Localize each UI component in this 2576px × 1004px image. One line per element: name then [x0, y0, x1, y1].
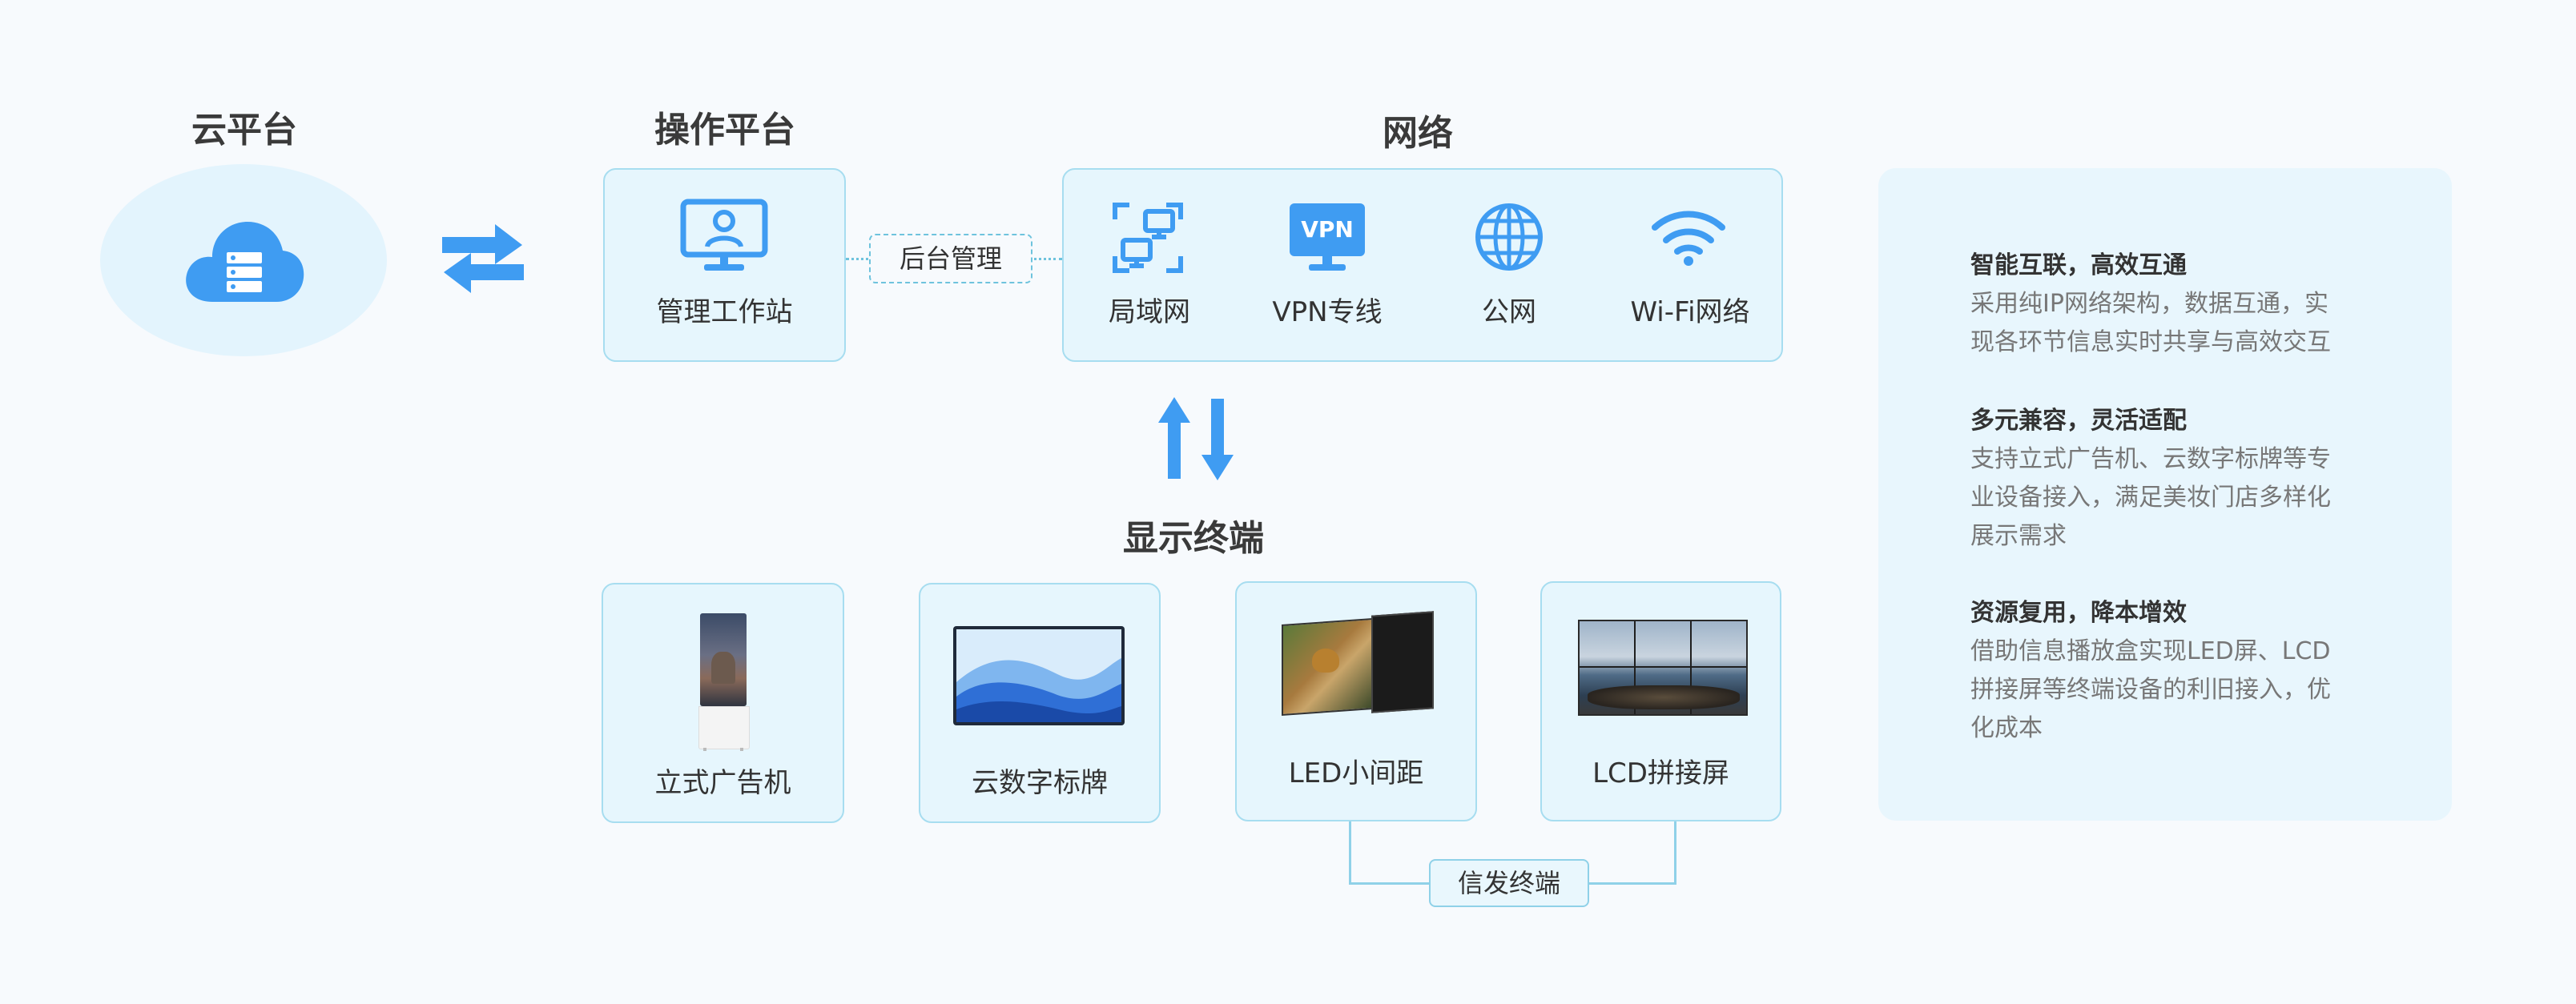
- lan-icon: [1113, 203, 1183, 273]
- feature-description-line: 采用纯IP网络架构，数据互通，实: [1970, 290, 2328, 318]
- terminal-label: LED小间距: [1288, 757, 1424, 789]
- feature-info-panel: 智能互联，高效互通 采用纯IP网络架构，数据互通，实 现各环节信息实时共享与高效…: [1878, 168, 2452, 821]
- feature-title: 多元兼容，灵活适配: [1970, 407, 2187, 435]
- display-terminals-title: 显示终端: [1123, 518, 1264, 559]
- standing-kiosk-image: [698, 613, 750, 751]
- feature-description: 采用纯IP网络架构，数据互通，实 现各环节信息实时共享与高效交互: [1970, 285, 2387, 362]
- feature-block: 智能互联，高效互通 采用纯IP网络架构，数据互通，实 现各环节信息实时共享与高效…: [1970, 245, 2387, 362]
- feature-description-line: 支持立式广告机、云数字标牌等专: [1970, 445, 2331, 473]
- feature-description-line: 展示需求: [1970, 522, 2067, 550]
- vpn-badge: VPN: [1290, 203, 1365, 256]
- cloud-server-icon: [186, 222, 304, 302]
- network-item-label: 局域网: [1109, 296, 1190, 328]
- cloud-platform-title: 云平台: [191, 110, 297, 151]
- feature-description-line: 业设备接入，满足美妆门店多样化: [1970, 484, 2331, 512]
- terminal-label: LCD拼接屏: [1592, 757, 1729, 789]
- signage-terminal-group-pill: 信发终端: [1429, 859, 1589, 907]
- feature-description-line: 借助信息播放盒实现LED屏、LCD: [1970, 637, 2331, 665]
- vpn-icon: VPN: [1290, 203, 1365, 274]
- feature-block: 资源复用，降本增效 借助信息播放盒实现LED屏、LCD 拼接屏等终端设备的利旧接…: [1970, 592, 2387, 748]
- feature-description: 借助信息播放盒实现LED屏、LCD 拼接屏等终端设备的利旧接入，优 化成本: [1970, 633, 2387, 748]
- network-title: 网络: [1383, 113, 1453, 154]
- wifi-icon: [1652, 211, 1725, 266]
- globe-icon: [1475, 203, 1543, 271]
- feature-description-line: 化成本: [1970, 714, 2043, 742]
- terminal-label: 云数字标牌: [972, 767, 1108, 799]
- digital-signage-image: [953, 626, 1125, 725]
- up-down-arrow-icon: [1158, 397, 1234, 480]
- feature-description-line: 现各环节信息实时共享与高效交互: [1970, 328, 2331, 356]
- backend-management-pill: 后台管理: [869, 234, 1032, 283]
- lcd-video-wall-image: [1578, 620, 1748, 716]
- network-item-label: Wi-Fi网络: [1630, 296, 1750, 328]
- network-item-label: VPN专线: [1272, 296, 1383, 328]
- feature-block: 多元兼容，灵活适配 支持立式广告机、云数字标牌等专 业设备接入，满足美妆门店多样…: [1970, 400, 2387, 556]
- operation-platform-title: 操作平台: [654, 110, 795, 151]
- wave-artwork: [956, 629, 1121, 722]
- feature-description-line: 拼接屏等终端设备的利旧接入，优: [1970, 676, 2331, 704]
- feature-description: 支持立式广告机、云数字标牌等专 业设备接入，满足美妆门店多样化 展示需求: [1970, 440, 2387, 556]
- monitor-user-icon: [680, 199, 768, 271]
- terminal-label: 立式广告机: [654, 767, 791, 799]
- workstation-label: 管理工作站: [656, 296, 793, 328]
- feature-title: 智能互联，高效互通: [1970, 251, 2187, 279]
- led-panels-image: [1282, 611, 1434, 716]
- feature-title: 资源复用，降本增效: [1970, 599, 2187, 627]
- bidirectional-arrow-icon: [442, 224, 524, 293]
- network-item-label: 公网: [1482, 296, 1536, 328]
